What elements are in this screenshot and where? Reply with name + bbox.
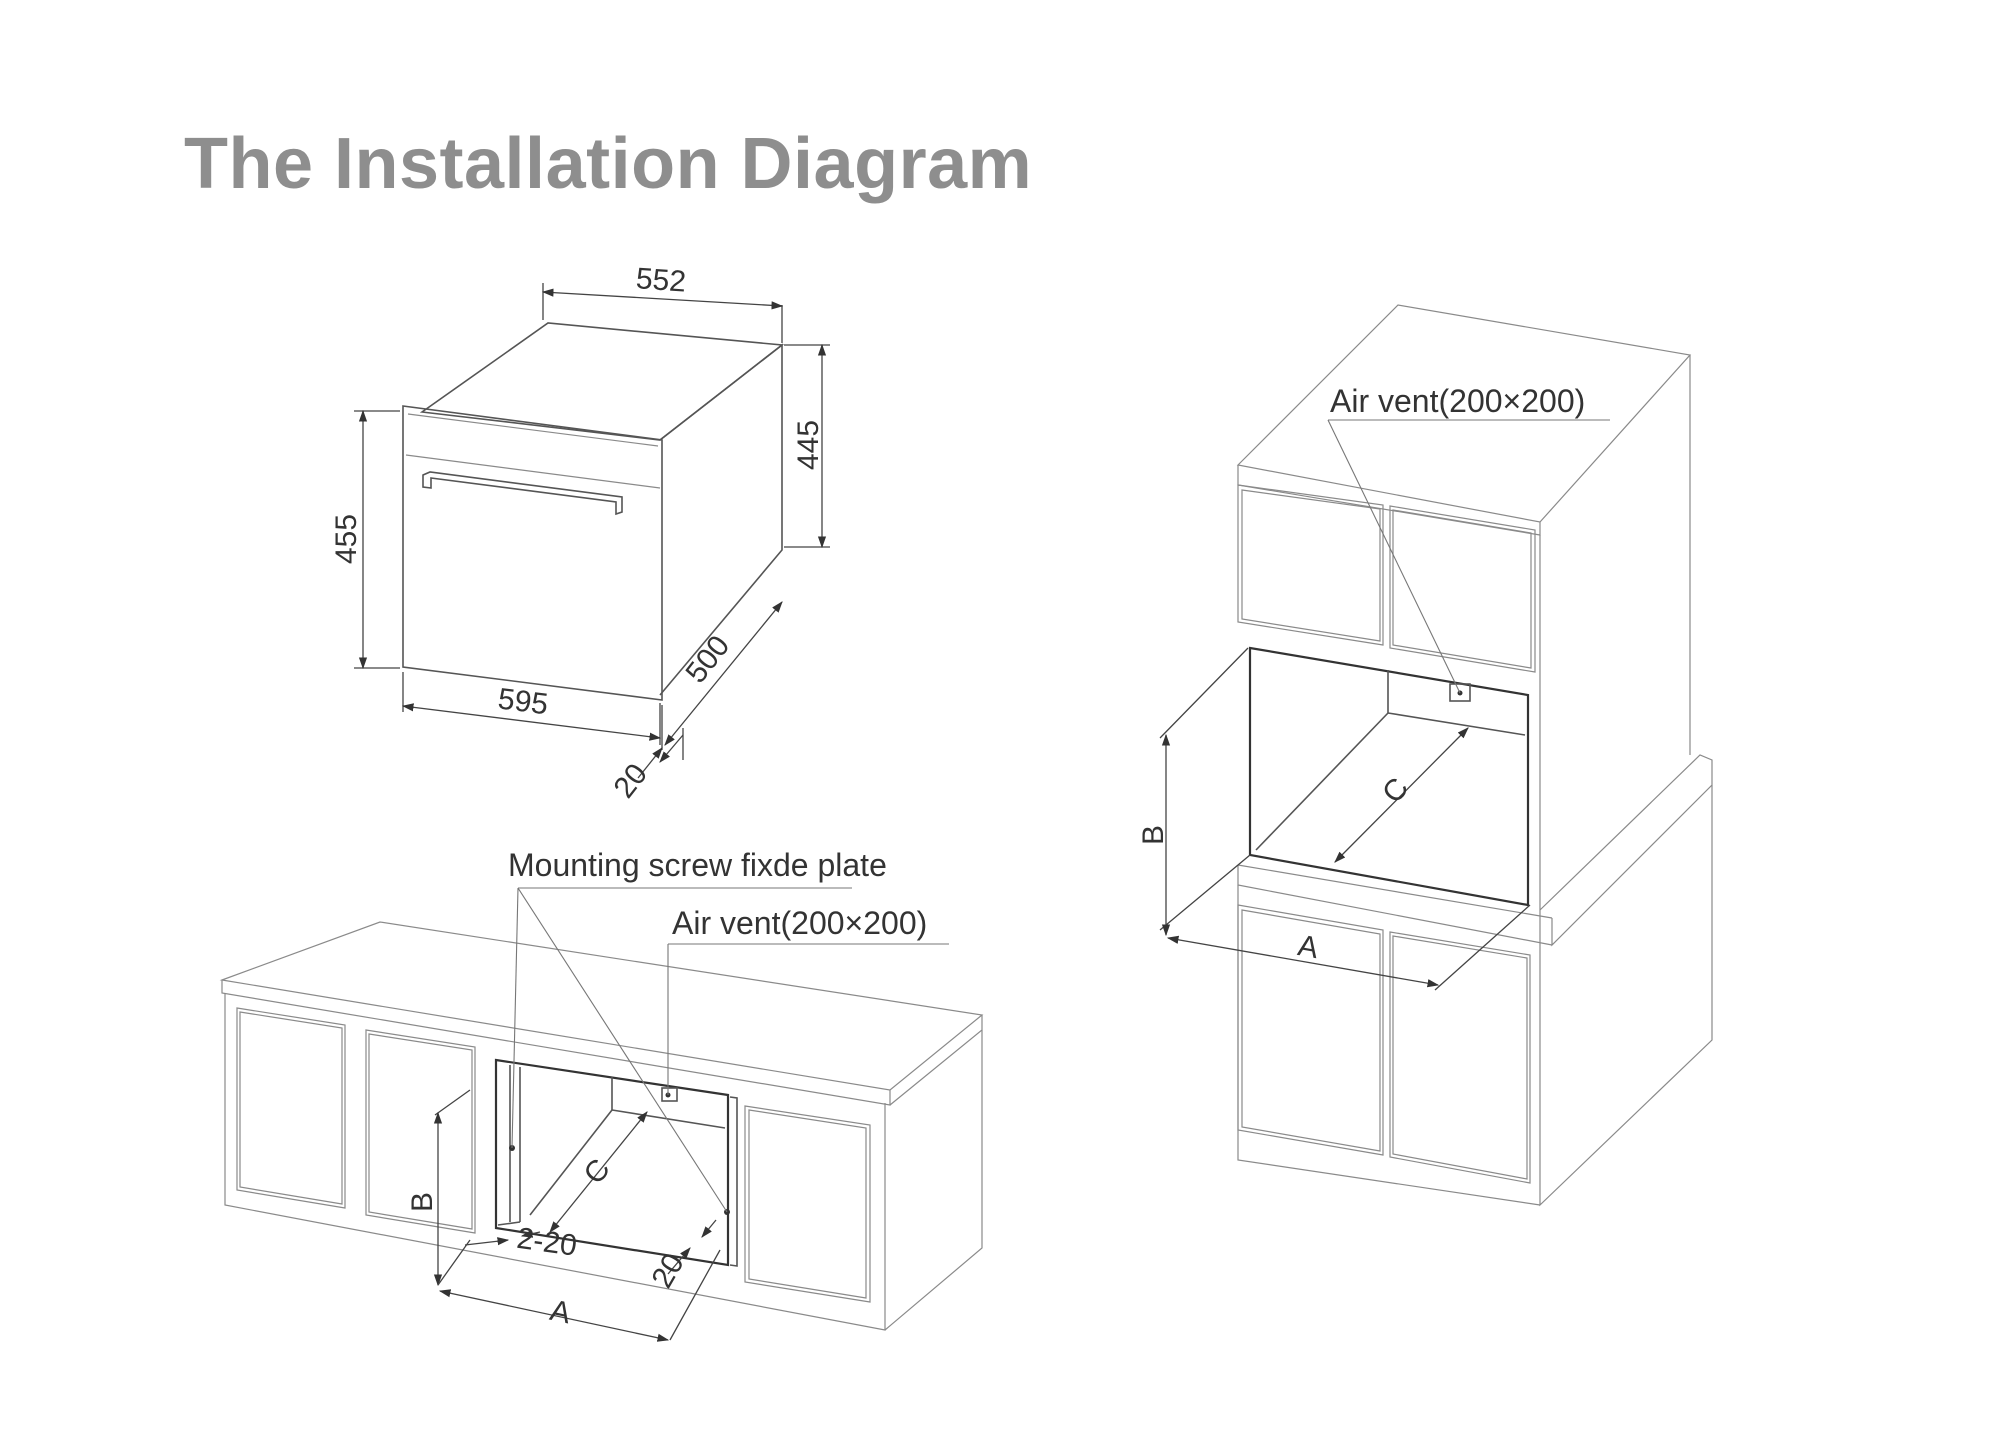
tall-cabinet-drawing: Air vent(200×200) B A C [1137, 304, 1713, 1207]
dim-b-label: B [406, 1192, 439, 1212]
upper-door-right [1389, 505, 1536, 673]
tall-dim-a-label: A [1295, 929, 1320, 965]
dim-front-height: 455 [330, 514, 363, 564]
tall-dim-b-label: B [1137, 825, 1170, 845]
base-cabinet [224, 993, 886, 1331]
dim-side-height: 445 [792, 420, 825, 470]
dim-line-depth [664, 601, 783, 746]
tall-dim-c-label: C [1376, 772, 1415, 810]
dim-depth: 500 [680, 630, 737, 690]
dim-top-width: 552 [635, 262, 687, 298]
dim-line-top-width [541, 288, 784, 310]
tall-dim-line-a [1166, 935, 1440, 988]
dim-a-label: A [547, 1294, 573, 1330]
lower-door-right [1389, 931, 1531, 1184]
cabinet-door-left-1 [236, 1007, 346, 1209]
oven-cavity [494, 1058, 730, 1267]
lower-door-left [1237, 904, 1384, 1156]
dim-line-a [438, 1289, 670, 1342]
dim-line-c [549, 1111, 648, 1233]
cabinet-door-left-2 [365, 1029, 476, 1234]
tall-air-vent-box [1449, 683, 1471, 702]
cabinet-door-right [744, 1105, 871, 1303]
dim-gap-left: 2-20 [515, 1222, 579, 1263]
air-vent-label: Air vent(200×200) [672, 905, 927, 941]
dim-front-offset: 20 [608, 758, 655, 805]
air-vent-box [661, 1087, 678, 1102]
tall-air-vent-label: Air vent(200×200) [1330, 383, 1585, 419]
page-title: The Installation Diagram [184, 124, 1033, 204]
tall-dim-line-c [1334, 727, 1469, 863]
oven-drawing: 552 445 455 595 500 20 [330, 262, 830, 804]
undercounter-drawing: Mounting screw fixde plate Air vent(200×… [219, 847, 984, 1342]
dim-line-front-width [401, 703, 662, 741]
upper-door-left [1237, 484, 1384, 646]
dim-c-label: C [578, 1153, 617, 1190]
dim-front-width: 595 [496, 682, 550, 721]
oven-shelf-band [1539, 754, 1713, 947]
countertop [219, 921, 984, 1091]
tall-oven-cavity [1248, 646, 1530, 907]
oven-front-panel [402, 405, 663, 701]
mounting-plate-label: Mounting screw fixde plate [508, 847, 887, 883]
oven-handle [422, 471, 623, 516]
